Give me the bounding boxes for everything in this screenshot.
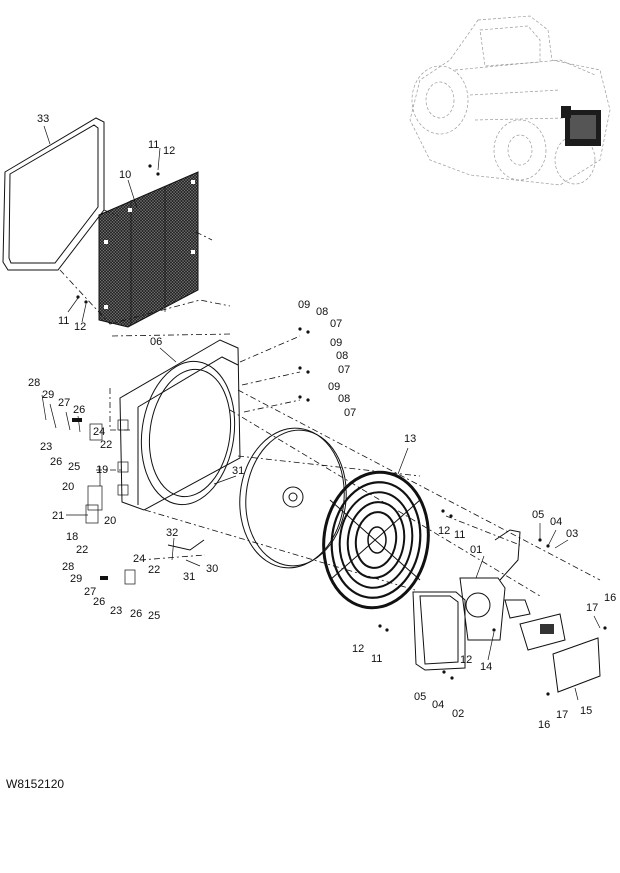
callout-21: 21 [52,510,64,522]
leader-lines [41,125,601,701]
callout-05a: 05 [532,509,544,521]
cover-15 [552,637,601,693]
callout-30: 30 [206,563,218,575]
callout-22a: 22 [100,439,112,451]
callout-06: 06 [150,336,162,348]
shroud-06 [117,339,241,511]
callout-16a: 16 [604,592,616,604]
callout-03: 03 [566,528,578,540]
callout-01: 01 [470,544,482,556]
callout-23a: 23 [40,441,52,453]
callout-11b: 11 [58,315,69,327]
block-14 [519,613,566,651]
figure-reference: W8152120 [6,777,65,791]
callout-26d: 26 [130,608,142,620]
callout-23b: 23 [110,605,122,617]
callout-07c: 07 [344,407,356,419]
callout-16b: 16 [538,719,550,731]
callout-20b: 20 [104,515,116,527]
callout-26c: 26 [93,596,105,608]
callout-07b: 07 [338,364,350,376]
callout-25a: 25 [68,461,80,473]
callout-12e: 12 [460,654,472,666]
callout-05b: 05 [414,691,426,703]
callout-10: 10 [119,169,131,181]
callout-12d: 12 [352,643,364,655]
callout-26b: 26 [50,456,62,468]
callout-26a: 26 [73,404,85,416]
fasteners [72,164,607,696]
callout-11c: 11 [454,529,465,541]
callout-27b: 27 [84,586,96,598]
callout-04a: 04 [550,516,562,528]
fan-ring [239,427,347,569]
fan-guard-13 [322,470,430,610]
callout-20a: 20 [62,481,74,493]
gasket-33 [2,117,105,271]
callout-25b: 25 [148,610,160,622]
callout-09a: 09 [298,299,310,311]
callout-29a: 29 [42,389,54,401]
callout-18: 18 [66,531,78,543]
callout-17a: 17 [586,602,598,614]
assembly-lines [59,209,601,597]
callout-19: 19 [96,464,108,476]
callout-31b: 31 [183,571,195,583]
callout-24b: 24 [133,553,145,565]
callout-33a: 33 [37,113,49,125]
callout-27a: 27 [58,397,70,409]
callout-31a: 31 [232,465,244,477]
callout-08a: 08 [316,306,328,318]
callout-14: 14 [480,661,492,673]
callout-12c: 12 [438,525,450,537]
callout-28a: 28 [28,377,40,389]
callout-11d: 11 [371,653,382,665]
bracket-01 [412,529,531,671]
callout-22c: 22 [148,564,160,576]
callout-09b: 09 [330,337,342,349]
callout-24a: 24 [93,426,105,438]
callout-12a: 12 [163,145,175,157]
callout-15: 15 [580,705,592,717]
callout-04b: 04 [432,699,444,711]
callout-28b: 28 [62,561,74,573]
callout-02: 02 [452,708,464,720]
callout-08b: 08 [336,350,348,362]
callout-07a: 07 [330,318,342,330]
callout-29b: 29 [70,573,82,585]
callout-13: 13 [404,433,416,445]
callout-17b: 17 [556,709,568,721]
callout-32: 32 [166,527,178,539]
callout-09c: 09 [328,381,340,393]
screen-10 [98,171,199,328]
callout-12b: 12 [74,321,86,333]
machine-overview [409,15,611,186]
callout-08c: 08 [338,393,350,405]
callout-11a: 11 [148,139,159,151]
callout-22b: 22 [76,544,88,556]
